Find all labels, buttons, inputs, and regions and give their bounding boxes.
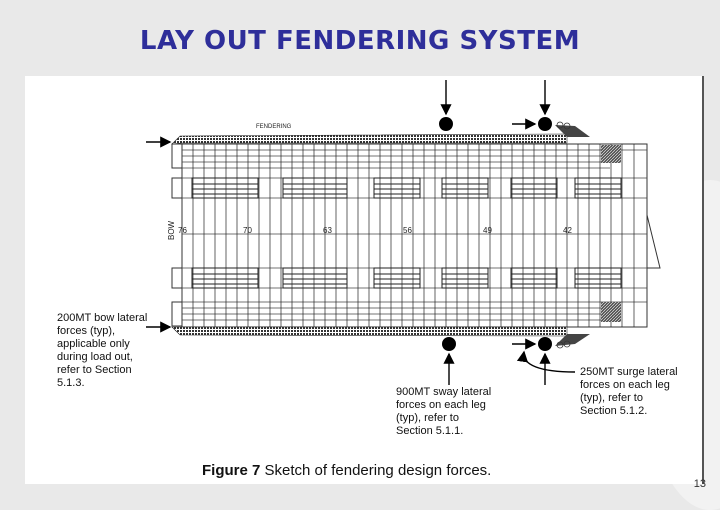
callout-surge-lateral: 250MT surge lateral forces on each leg (… xyxy=(580,366,678,417)
svg-text:70: 70 xyxy=(243,226,252,235)
stern-block-bottom xyxy=(601,302,621,322)
hull-outline xyxy=(171,143,661,328)
caption-text: Sketch of fendering design forces. xyxy=(260,462,492,479)
deck-grid-horizontal xyxy=(182,149,647,321)
frame-numbers: 76 70 63 56 49 42 xyxy=(178,226,572,235)
svg-text:63: 63 xyxy=(323,226,332,235)
caption-label: Figure 7 xyxy=(202,462,261,479)
fendering-strip-bottom xyxy=(171,326,590,349)
svg-text:42: 42 xyxy=(563,226,572,235)
page-number: 13 xyxy=(693,478,706,490)
svg-text:76: 76 xyxy=(178,226,187,235)
svg-text:49: 49 xyxy=(483,226,492,235)
fendering-label: FENDERING xyxy=(256,124,292,130)
slide-title: LAY OUT FENDERING SYSTEM xyxy=(139,26,581,56)
callout-bow-lateral: 200MT bow lateral forces (typ), applicab… xyxy=(57,312,148,389)
figure-panel: FENDERING BOW 76 70 63 56 49 42 200MT bo… xyxy=(25,76,704,484)
stern-block-top xyxy=(601,145,621,163)
callout-sway-lateral: 900MT sway lateral forces on each leg (t… xyxy=(396,386,492,437)
cargo-boxes xyxy=(191,177,622,289)
leg-force-markers xyxy=(439,117,552,351)
deck-grid-vertical xyxy=(192,144,635,327)
bow-label: BOW xyxy=(167,220,176,240)
force-arrows xyxy=(146,80,576,385)
figure-caption: Figure 7 Sketch of fendering design forc… xyxy=(202,462,491,479)
svg-text:56: 56 xyxy=(403,226,412,235)
fendering-sketch: FENDERING BOW 76 70 63 56 49 42 xyxy=(146,80,661,385)
fendering-strip-top xyxy=(171,121,590,145)
